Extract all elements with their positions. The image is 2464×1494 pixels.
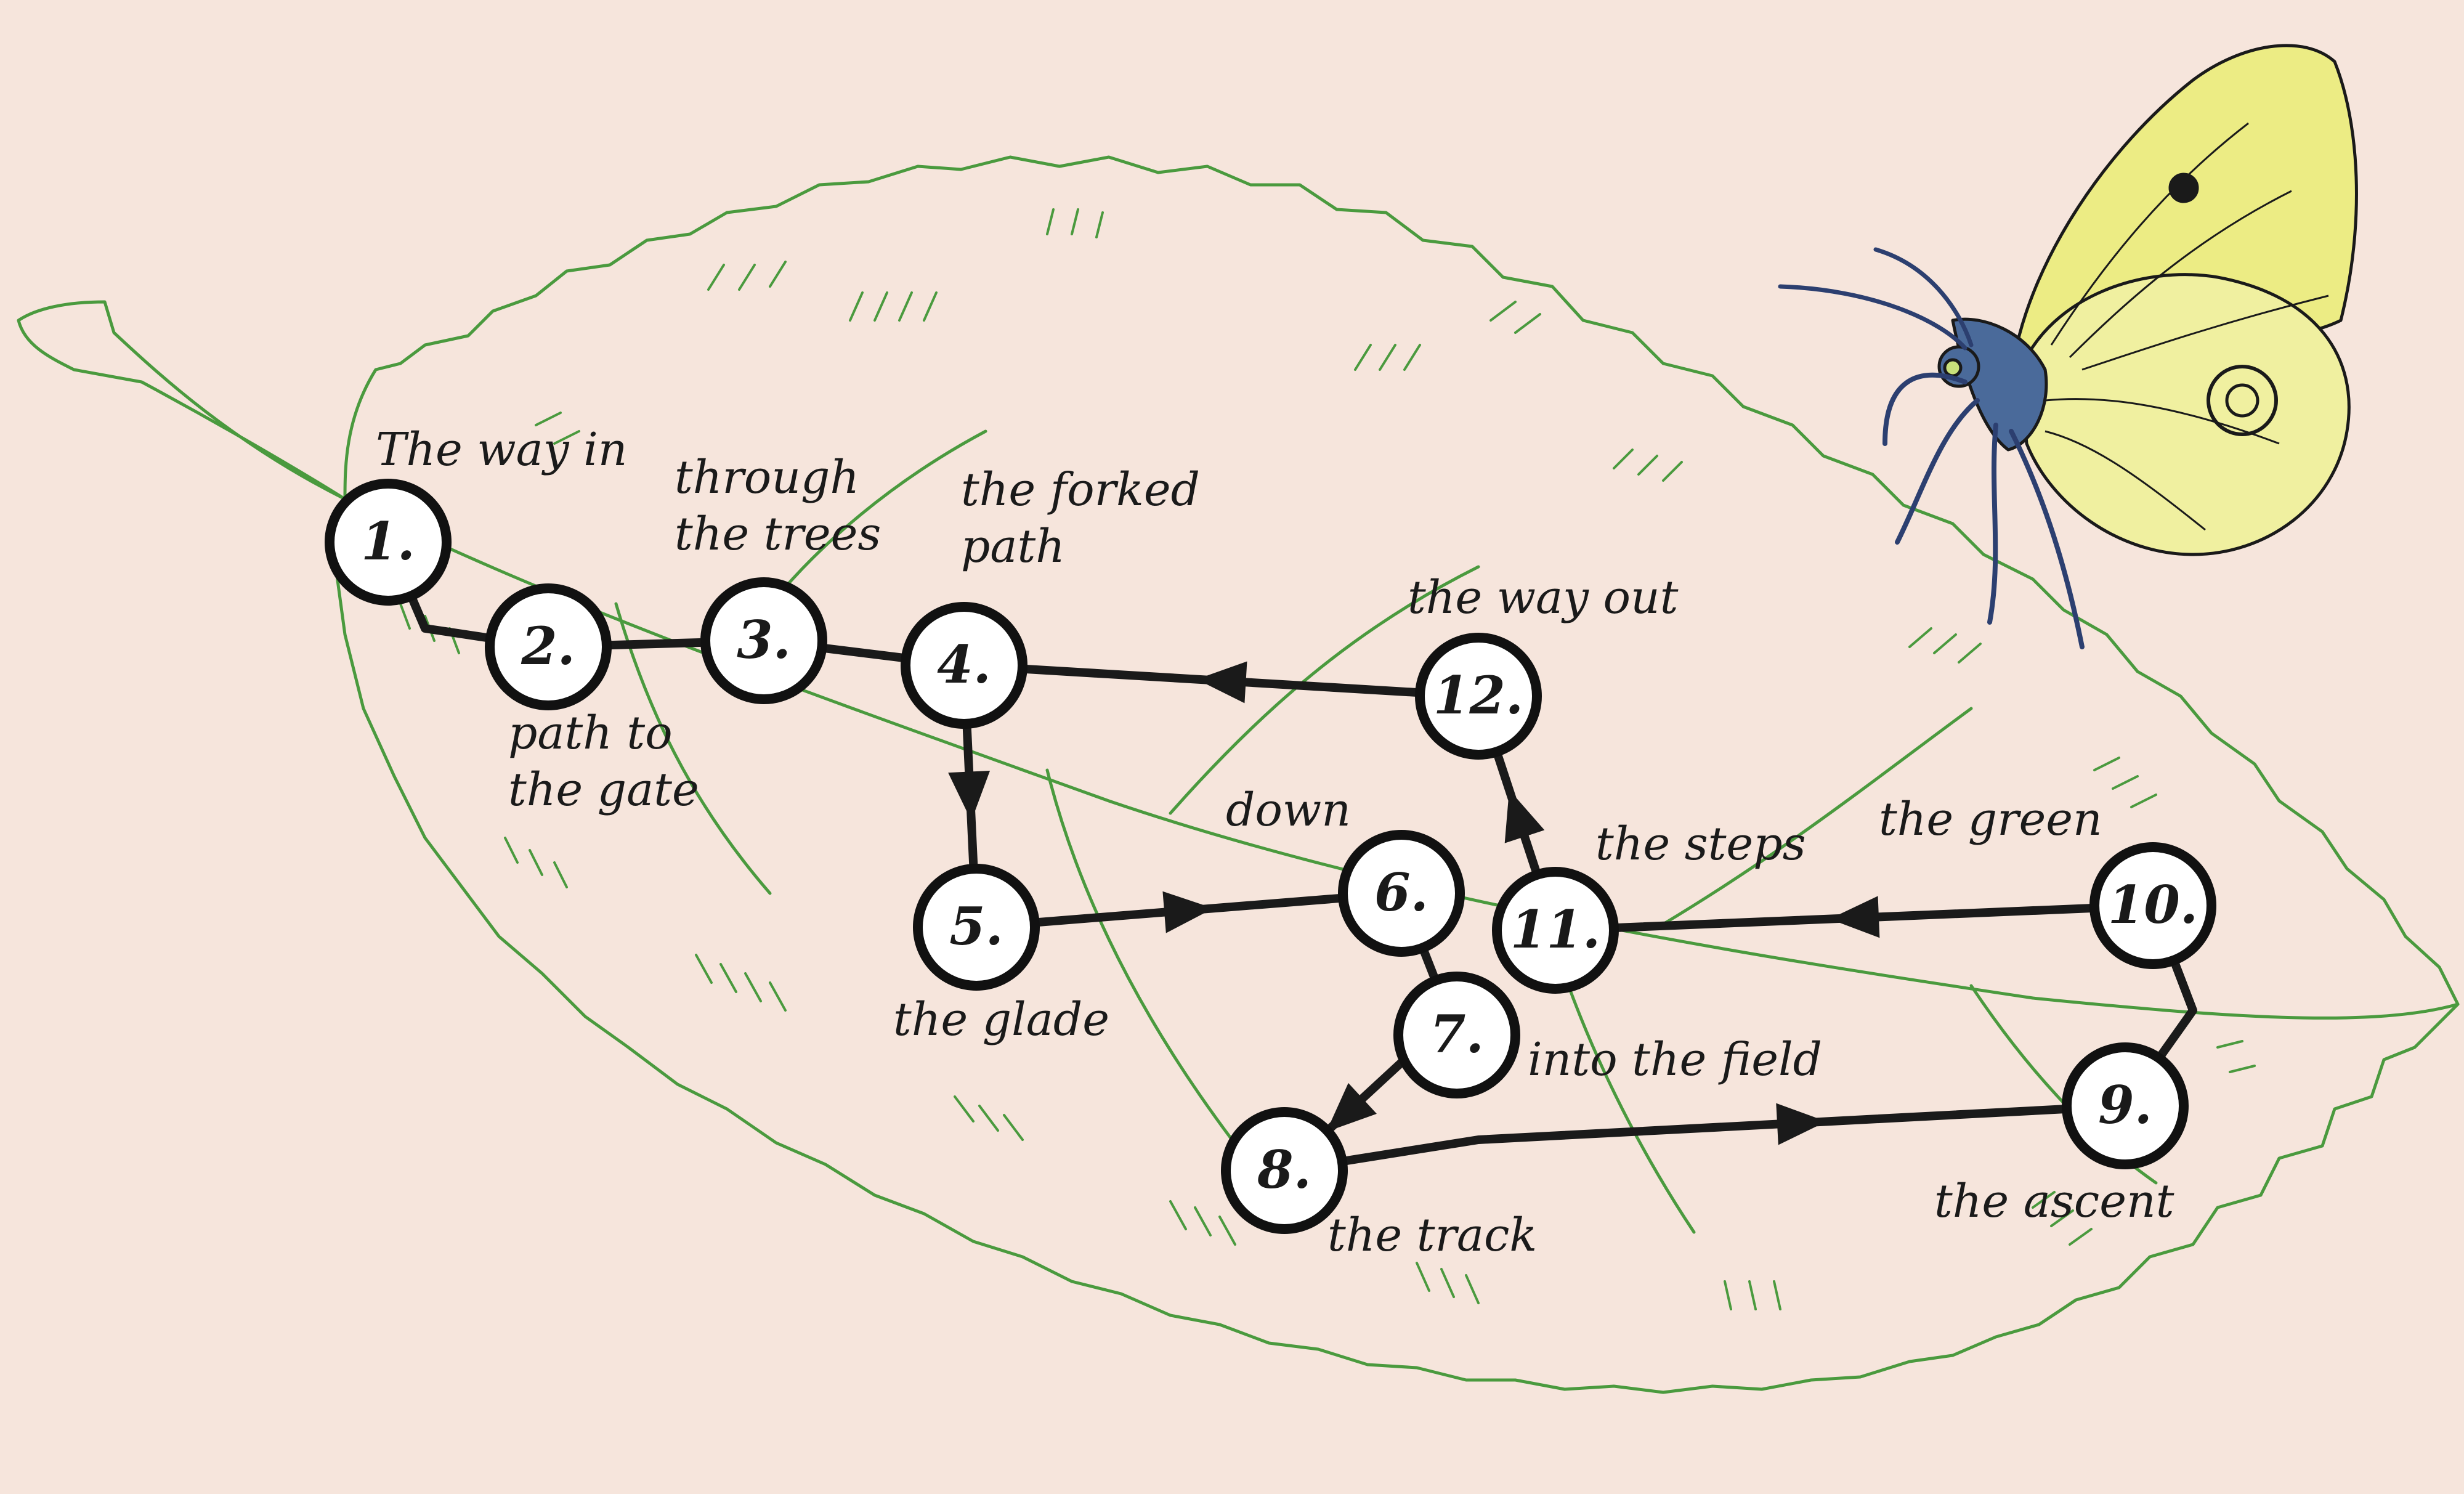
arrowhead-12-to-4 — [1196, 661, 1247, 704]
node-caption: the ascent — [1934, 1175, 2174, 1228]
node-caption: the green — [1879, 793, 2102, 846]
node-caption: into the field — [1528, 1033, 1822, 1086]
node-circle — [1338, 830, 1465, 957]
node-number: 2. — [521, 615, 575, 676]
butterfly-legs — [1882, 372, 2085, 649]
arrowhead-5-to-6 — [1162, 891, 1214, 933]
node-number: 8. — [1257, 1139, 1311, 1200]
node-caption: down — [1226, 784, 1351, 837]
butterfly-antennae — [1778, 247, 1974, 351]
node-circle — [2062, 1042, 2189, 1169]
node-number: 3. — [737, 609, 791, 670]
node-caption: through — [675, 451, 859, 504]
butterfly-eye — [1943, 358, 1963, 378]
node-caption: the way out — [1408, 571, 1679, 624]
node-circle — [913, 864, 1040, 991]
node-circle — [1415, 633, 1542, 760]
butterfly-eyespot-inner — [2225, 383, 2259, 418]
route-node-7: 7. into the field — [1393, 972, 1822, 1098]
node-caption: The way in — [376, 423, 627, 476]
route-node-11: 11. the steps — [1492, 818, 1806, 994]
route-node-1: 1. The way in — [325, 423, 627, 606]
route-node-5: 5. the glade — [893, 864, 1109, 1046]
route-node-6: 6. down — [1226, 784, 1465, 957]
arrowhead-7-to-8 — [1326, 1082, 1377, 1132]
node-caption: path to — [508, 707, 673, 760]
leaf-vein — [1661, 707, 1973, 926]
butterfly-spot — [2168, 173, 2199, 203]
leaf-vein — [1169, 565, 1480, 815]
node-circle — [1393, 972, 1520, 1098]
node-caption: path — [961, 520, 1065, 573]
node-number: 12. — [1433, 665, 1523, 726]
node-caption: the glade — [893, 993, 1109, 1046]
node-circle — [485, 583, 612, 710]
node-circle — [1221, 1107, 1348, 1234]
leaf-hatching — [399, 208, 2256, 1310]
node-number: 10. — [2108, 874, 2198, 935]
route-node-10: 10.the green — [1879, 793, 2216, 969]
node-number: 5. — [949, 896, 1003, 957]
arrowhead-8-to-9 — [1776, 1103, 1826, 1145]
butterfly-wing-veins — [2045, 122, 2329, 531]
route-node-12: 12. the way out — [1408, 571, 1679, 760]
butterfly-illustration — [1778, 44, 2358, 649]
edge-8-to-9 — [1280, 1102, 2130, 1175]
route-node-8: 8. the track — [1221, 1107, 1537, 1262]
butterfly-body — [1951, 317, 2048, 452]
leaf-stem — [17, 300, 347, 501]
node-caption: the track — [1327, 1209, 1537, 1262]
node-circle — [1492, 867, 1619, 994]
route-node-9: 9. the ascent — [1934, 1042, 2189, 1228]
leaf-outline — [334, 155, 2460, 1394]
node-circle — [901, 602, 1027, 729]
butterfly-eyespot — [2207, 365, 2278, 436]
node-number: 1. — [361, 511, 415, 572]
arrowhead-4-to-5 — [948, 770, 991, 821]
node-circle — [2089, 842, 2216, 969]
node-caption: the steps — [1595, 818, 1806, 871]
arrowhead-11-to-12 — [1504, 790, 1545, 843]
node-number: 6. — [1374, 862, 1429, 923]
leaf-vein — [1045, 768, 1234, 1142]
leaf-midrib — [343, 497, 2460, 1020]
node-number: 9. — [2098, 1074, 2152, 1135]
node-circle — [700, 577, 827, 704]
node-number: 7. — [1430, 1004, 1484, 1065]
node-caption: the gate — [508, 763, 699, 816]
node-number: 4. — [937, 634, 991, 695]
node-number: 11. — [1510, 899, 1600, 960]
node-caption: the forked — [961, 463, 1200, 516]
arrowhead-10-to-11 — [1830, 896, 1880, 938]
node-caption: the trees — [675, 508, 881, 561]
node-circle — [325, 479, 452, 606]
